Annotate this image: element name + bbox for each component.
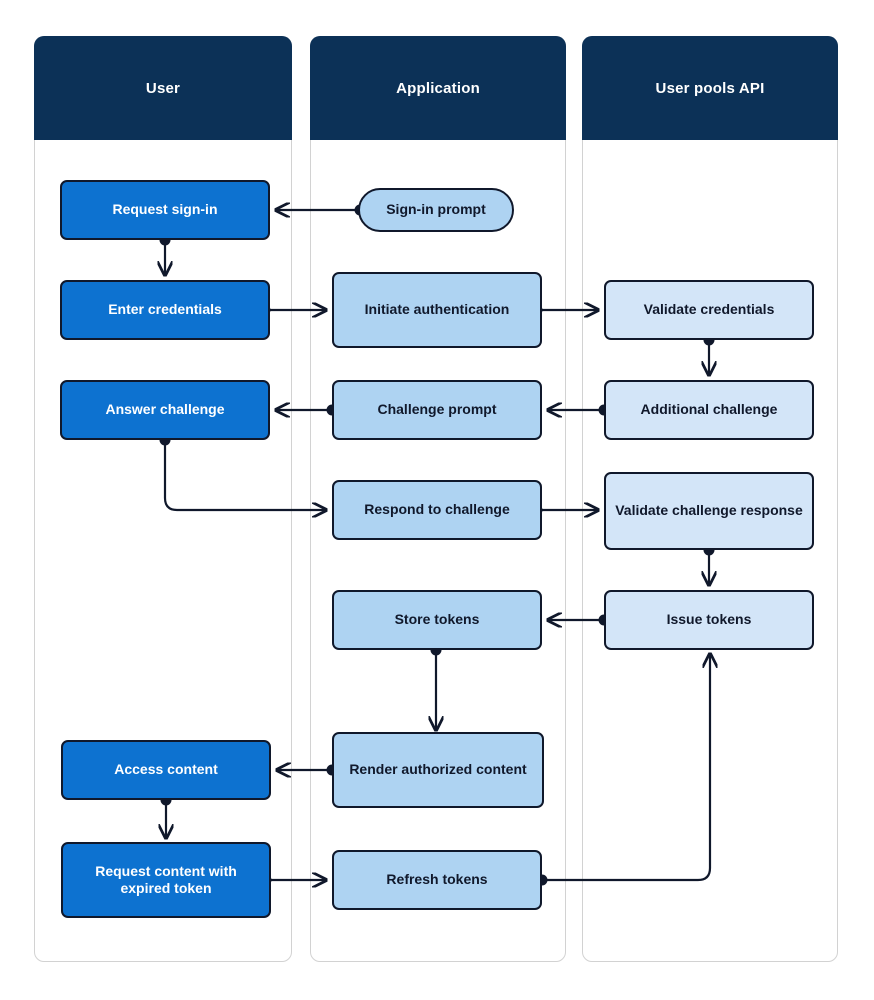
node-label: Respond to challenge	[364, 501, 510, 518]
node-sign-in-prompt[interactable]: Sign-in prompt	[358, 188, 514, 232]
node-label: Answer challenge	[105, 401, 225, 418]
node-label: Challenge prompt	[377, 401, 497, 418]
node-access-content[interactable]: Access content	[61, 740, 271, 800]
node-request-content-with-expired-token[interactable]: Request content with expired token	[61, 842, 271, 918]
node-answer-challenge[interactable]: Answer challenge	[60, 380, 270, 440]
node-label: Additional challenge	[640, 401, 778, 418]
node-additional-challenge[interactable]: Additional challenge	[604, 380, 814, 440]
node-validate-challenge-response[interactable]: Validate challenge response	[604, 472, 814, 550]
lane-header-user: User	[34, 36, 292, 140]
node-label: Access content	[114, 761, 218, 778]
node-label: Validate challenge response	[615, 502, 803, 519]
node-label: Sign-in prompt	[386, 201, 486, 218]
node-label: Request content with expired token	[95, 862, 237, 897]
edge-answer-challenge-to-respond-to-challenge	[163, 440, 326, 510]
node-label: Enter credentials	[108, 301, 222, 318]
lane-title-user: User	[145, 79, 181, 97]
node-label: Issue tokens	[666, 611, 752, 628]
node-label: Store tokens	[394, 611, 480, 628]
lane-header-application: Application	[310, 36, 566, 140]
node-label: Render authorized content	[349, 761, 527, 778]
node-request-sign-in[interactable]: Request sign-in	[60, 180, 270, 240]
edge-refresh-tokens-to-issue-tokens	[542, 654, 710, 882]
node-label: Validate credentials	[643, 301, 775, 318]
node-refresh-tokens[interactable]: Refresh tokens	[332, 850, 542, 910]
node-respond-to-challenge[interactable]: Respond to challenge	[332, 480, 542, 540]
lane-title-api: User pools API	[655, 79, 765, 97]
node-enter-credentials[interactable]: Enter credentials	[60, 280, 270, 340]
lane-header-api: User pools API	[582, 36, 838, 140]
lane-title-application: Application	[396, 79, 480, 97]
node-validate-credentials[interactable]: Validate credentials	[604, 280, 814, 340]
node-label: Refresh tokens	[386, 871, 488, 888]
node-store-tokens[interactable]: Store tokens	[332, 590, 542, 650]
node-label: Request sign-in	[112, 201, 218, 218]
node-challenge-prompt[interactable]: Challenge prompt	[332, 380, 542, 440]
node-render-authorized-content[interactable]: Render authorized content	[332, 732, 544, 808]
node-issue-tokens[interactable]: Issue tokens	[604, 590, 814, 650]
node-initiate-authentication[interactable]: Initiate authentication	[332, 272, 542, 348]
node-label: Initiate authentication	[364, 301, 510, 318]
